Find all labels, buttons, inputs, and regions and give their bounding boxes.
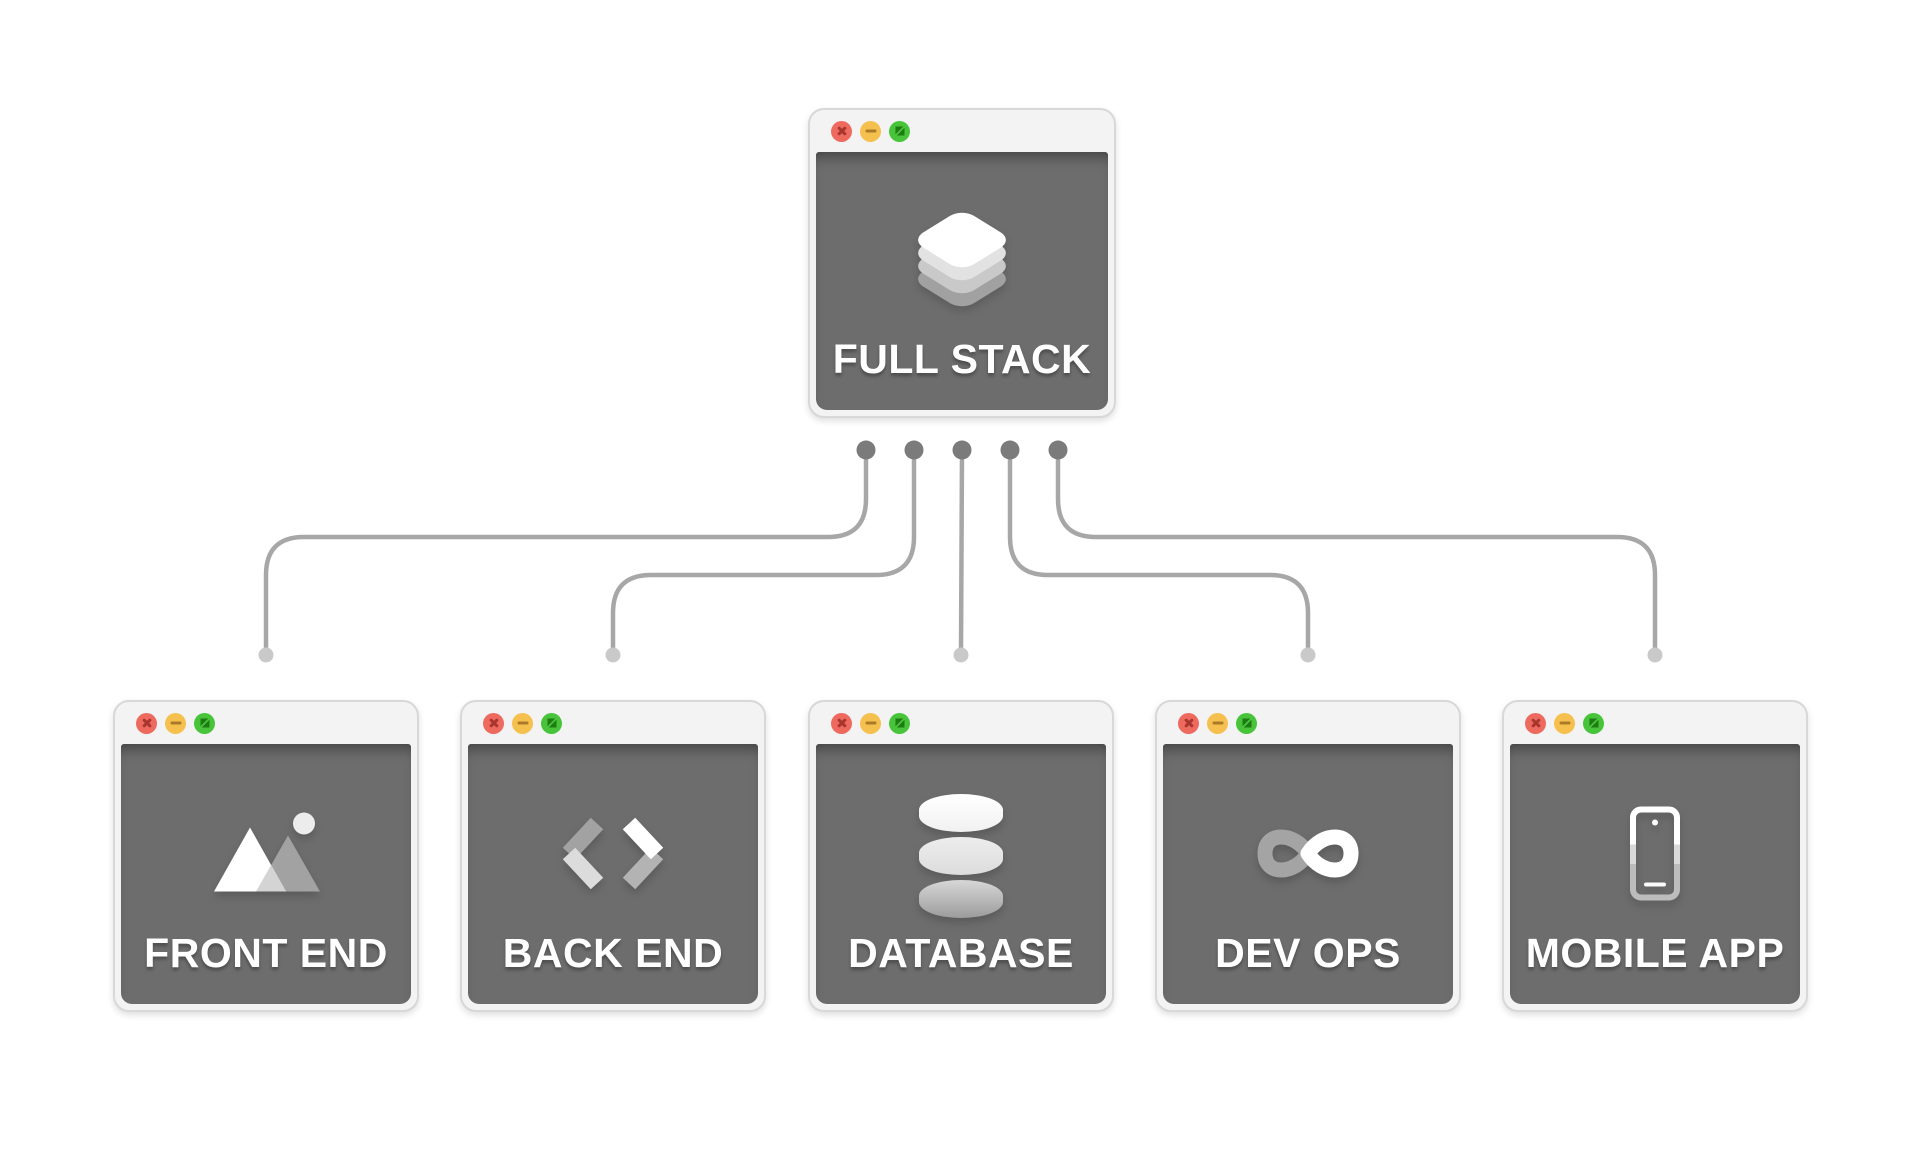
minimize-button[interactable] (512, 712, 533, 734)
window-body: MOBILE APP (1510, 744, 1800, 1004)
window-body: DATABASE (816, 744, 1106, 1004)
connector-node (904, 440, 924, 460)
zoom-button[interactable] (1583, 712, 1604, 734)
titlebar (462, 702, 764, 744)
window-label-full-stack: FULL STACK (832, 336, 1092, 382)
zoom-icon (889, 121, 910, 142)
close-icon (831, 121, 852, 142)
connector-node (952, 440, 972, 460)
smartphone-icon (1630, 806, 1680, 901)
zoom-icon (541, 713, 562, 734)
close-button[interactable] (831, 120, 852, 142)
window-body: FULL STACK (816, 152, 1108, 410)
connector-endpoint (1647, 647, 1663, 663)
minimize-icon (512, 713, 533, 734)
minimize-icon (860, 121, 881, 142)
window-back-end: BACK END (460, 700, 766, 1012)
close-button[interactable] (831, 712, 852, 734)
titlebar (115, 702, 417, 744)
zoom-button[interactable] (541, 712, 562, 734)
connector-line-back-end (610, 447, 917, 655)
window-label-database: DATABASE (848, 930, 1074, 976)
zoom-icon (1583, 713, 1604, 734)
zoom-button[interactable] (889, 120, 910, 142)
connector-nodes (856, 440, 1068, 460)
connector-node (856, 440, 876, 460)
window-full-stack: FULL STACK (808, 108, 1116, 418)
minimize-button[interactable] (1554, 712, 1575, 734)
zoom-icon (1236, 713, 1257, 734)
titlebar (1504, 702, 1806, 744)
window-body: FRONT END (121, 744, 411, 1004)
minimize-button[interactable] (860, 120, 881, 142)
database-disc (919, 836, 1003, 875)
minimize-button[interactable] (860, 712, 881, 734)
window-front-end: FRONT END (113, 700, 419, 1012)
stack-layers-icon (907, 204, 1017, 312)
zoom-icon (889, 713, 910, 734)
connector-endpoint (605, 647, 621, 663)
minimize-icon (1207, 713, 1228, 734)
window-label-mobile-app: MOBILE APP (1525, 930, 1785, 976)
titlebar (810, 110, 1114, 152)
code-icon (562, 817, 664, 890)
connector-line-dev-ops (1007, 447, 1311, 655)
infinity-icon (1257, 829, 1359, 878)
zoom-button[interactable] (194, 712, 215, 734)
zoom-icon (194, 713, 215, 734)
database-disc (919, 879, 1003, 918)
database-icon (919, 793, 1003, 918)
window-mobile-app: MOBILE APP (1502, 700, 1808, 1012)
minimize-button[interactable] (165, 712, 186, 734)
titlebar (810, 702, 1112, 744)
close-icon (831, 713, 852, 734)
close-button[interactable] (1525, 712, 1546, 734)
minimize-icon (860, 713, 881, 734)
window-body: DEV OPS (1163, 744, 1453, 1004)
image-icon (214, 812, 320, 892)
connector-line-mobile-app (1055, 447, 1658, 655)
close-icon (136, 713, 157, 734)
connector-endpoint (258, 647, 274, 663)
window-database: DATABASE (808, 700, 1114, 1012)
window-label-back-end: BACK END (502, 930, 724, 976)
window-body: BACK END (468, 744, 758, 1004)
titlebar (1157, 702, 1459, 744)
zoom-button[interactable] (889, 712, 910, 734)
connector-node (1048, 440, 1068, 460)
close-button[interactable] (1178, 712, 1199, 734)
close-icon (1525, 713, 1546, 734)
connector-endpoints (258, 647, 1663, 663)
database-disc (919, 793, 1003, 832)
zoom-button[interactable] (1236, 712, 1257, 734)
connector-line-front-end (263, 447, 869, 655)
connector-endpoint (1300, 647, 1316, 663)
window-label-dev-ops: DEV OPS (1215, 930, 1401, 976)
connector-node (1000, 440, 1020, 460)
connector-endpoint (953, 647, 969, 663)
close-icon (1178, 713, 1199, 734)
close-button[interactable] (483, 712, 504, 734)
window-dev-ops: DEV OPS (1155, 700, 1461, 1012)
connector-lines (263, 447, 1658, 655)
minimize-icon (165, 713, 186, 734)
close-button[interactable] (136, 712, 157, 734)
close-icon (483, 713, 504, 734)
minimize-button[interactable] (1207, 712, 1228, 734)
connector-line-database (958, 447, 965, 655)
minimize-icon (1554, 713, 1575, 734)
window-label-front-end: FRONT END (144, 930, 388, 976)
